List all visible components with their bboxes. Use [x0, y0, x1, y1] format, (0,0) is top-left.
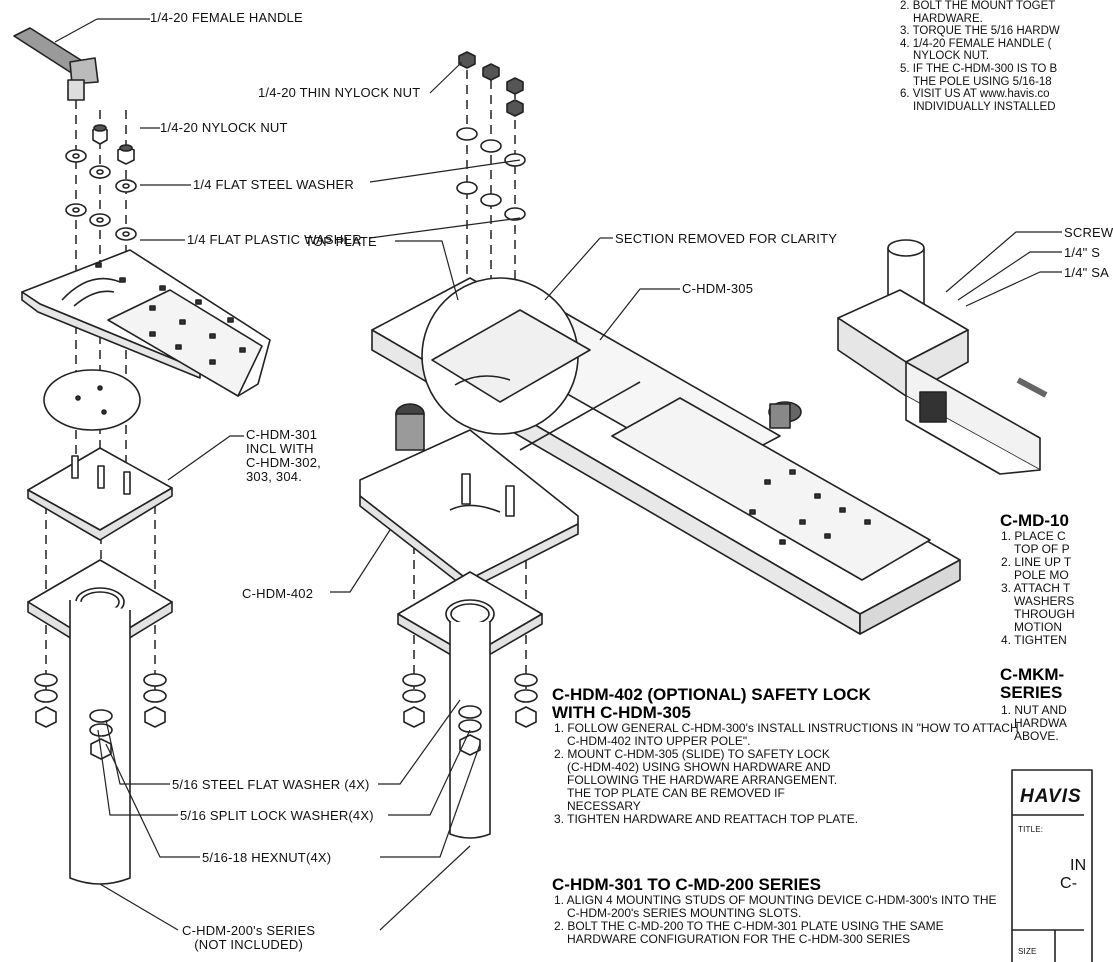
note-line: 5. IF THE C-HDM-300 IS TO B [900, 62, 1058, 75]
title-block-size-label: SIZE [1018, 947, 1037, 956]
section-mkm-steps: 1. NUT AND HARDWA ABOVE. [1001, 704, 1091, 743]
label-section-removed: SECTION REMOVED FOR CLARITY [615, 231, 838, 246]
havis-logo: HAVIS [1020, 786, 1082, 807]
title-block-title-label: TITLE: [1018, 825, 1044, 834]
section-301-steps: 1. ALIGN 4 MOUNTING STUDS OF MOUNTING DE… [554, 894, 1009, 962]
note-line: 4. 1/4-20 FEMALE HANDLE ( [900, 37, 1052, 50]
label-nylock-nut: 1/4-20 NYLOCK NUT [160, 120, 288, 135]
note-line: INDIVIDUALLY INSTALLED [913, 100, 1056, 113]
title-block-title-line2: C- [1060, 875, 1078, 892]
label-female-handle: 1/4-20 FEMALE HANDLE [150, 10, 303, 25]
label-flat-plastic-washer: 1/4 FLAT PLASTIC WASHER [187, 232, 362, 247]
label-hexnut-516: 5/16-18 HEXNUT(4X) [202, 850, 332, 865]
label-c-hdm-305: C-HDM-305 [682, 281, 754, 296]
step-item: 1. FOLLOW GENERAL C-HDM-300's INSTALL IN… [554, 721, 1019, 748]
label-thin-nylock-nut: 1/4-20 THIN NYLOCK NUT [258, 85, 421, 100]
label-quarter-sa-partial: 1/4" SA [1064, 265, 1110, 280]
section-md10-steps: 1. PLACE C TOP OF P 2. LINE UP T POLE MO… [1001, 530, 1091, 647]
step-item: 1. NUT AND [1001, 703, 1067, 717]
step-item: 1. PLACE C [1001, 529, 1066, 543]
female-handle-part [13, 27, 99, 101]
label-c-hdm-200-series: C-HDM-200's SERIES (NOT INCLUDED) [182, 923, 316, 952]
section-301-title: C-HDM-301 TO C-MD-200 SERIES [552, 875, 821, 894]
note-line: 3. TORQUE THE 5/16 HARDW [900, 25, 1060, 38]
label-split-lock-washer-516: 5/16 SPLIT LOCK WASHER(4X) [180, 808, 374, 823]
label-steel-flat-washer-516: 5/16 STEEL FLAT WASHER (4X) [172, 777, 370, 792]
note-line: THE POLE USING 5/16-18 [913, 75, 1052, 88]
section-md10-title: C-MD-10 [1000, 511, 1069, 530]
note-line: 6. VISIT US AT www.havis.co [900, 88, 1050, 101]
step-item: WASHERS [1014, 594, 1075, 608]
top-notes-list: 2. BOLT THE MOUNT TOGET HARDWARE. 3. TOR… [900, 0, 1060, 113]
section-mkm-title: C-MKM- SERIES [1000, 665, 1065, 702]
label-c-hdm-301: C-HDM-301 INCL WITH C-HDM-302, 303, 304. [246, 427, 321, 484]
note-line: HARDWARE. [913, 12, 983, 25]
section-402-steps: 1. FOLLOW GENERAL C-HDM-300's INSTALL IN… [554, 722, 1024, 826]
exploded-assembly-drawing [13, 18, 1093, 962]
step-item: 2. BOLT THE C-MD-200 TO THE C-HDM-301 PL… [554, 919, 944, 946]
step-item: 3. TIGHTEN HARDWARE AND REATTACH TOP PLA… [554, 812, 859, 826]
label-screw-partial: SCREW [1064, 225, 1113, 240]
label-flat-steel-washer: 1/4 FLAT STEEL WASHER [193, 177, 354, 192]
step-item: THROUGH [1014, 607, 1075, 621]
label-quarter-s-partial: 1/4" S [1064, 245, 1101, 260]
step-item: TOP OF P [1014, 542, 1070, 556]
step-item: 4. TIGHTEN [1001, 633, 1067, 647]
title-block-title-line1: IN [1070, 857, 1087, 874]
step-item: POLE MO [1014, 568, 1069, 582]
step-item: HARDWA [1014, 716, 1067, 730]
step-item: 3. ATTACH T [1001, 581, 1071, 595]
note-line: 2. BOLT THE MOUNT TOGET [900, 0, 1056, 12]
step-item: 2. LINE UP T [1001, 555, 1072, 569]
step-item: ABOVE. [1014, 729, 1059, 743]
note-line: NYLOCK NUT. [913, 50, 990, 63]
section-402-title: C-HDM-402 (OPTIONAL) SAFETY LOCK WITH C-… [552, 685, 871, 722]
label-c-hdm-402: C-HDM-402 [242, 586, 314, 601]
step-item: 2. MOUNT C-HDM-305 (SLIDE) TO SAFETY LOC… [554, 747, 838, 813]
step-item: MOTION [1014, 620, 1062, 634]
label-top-plate: TOP PLATE [305, 234, 377, 249]
step-item: 1. ALIGN 4 MOUNTING STUDS OF MOUNTING DE… [554, 893, 997, 920]
